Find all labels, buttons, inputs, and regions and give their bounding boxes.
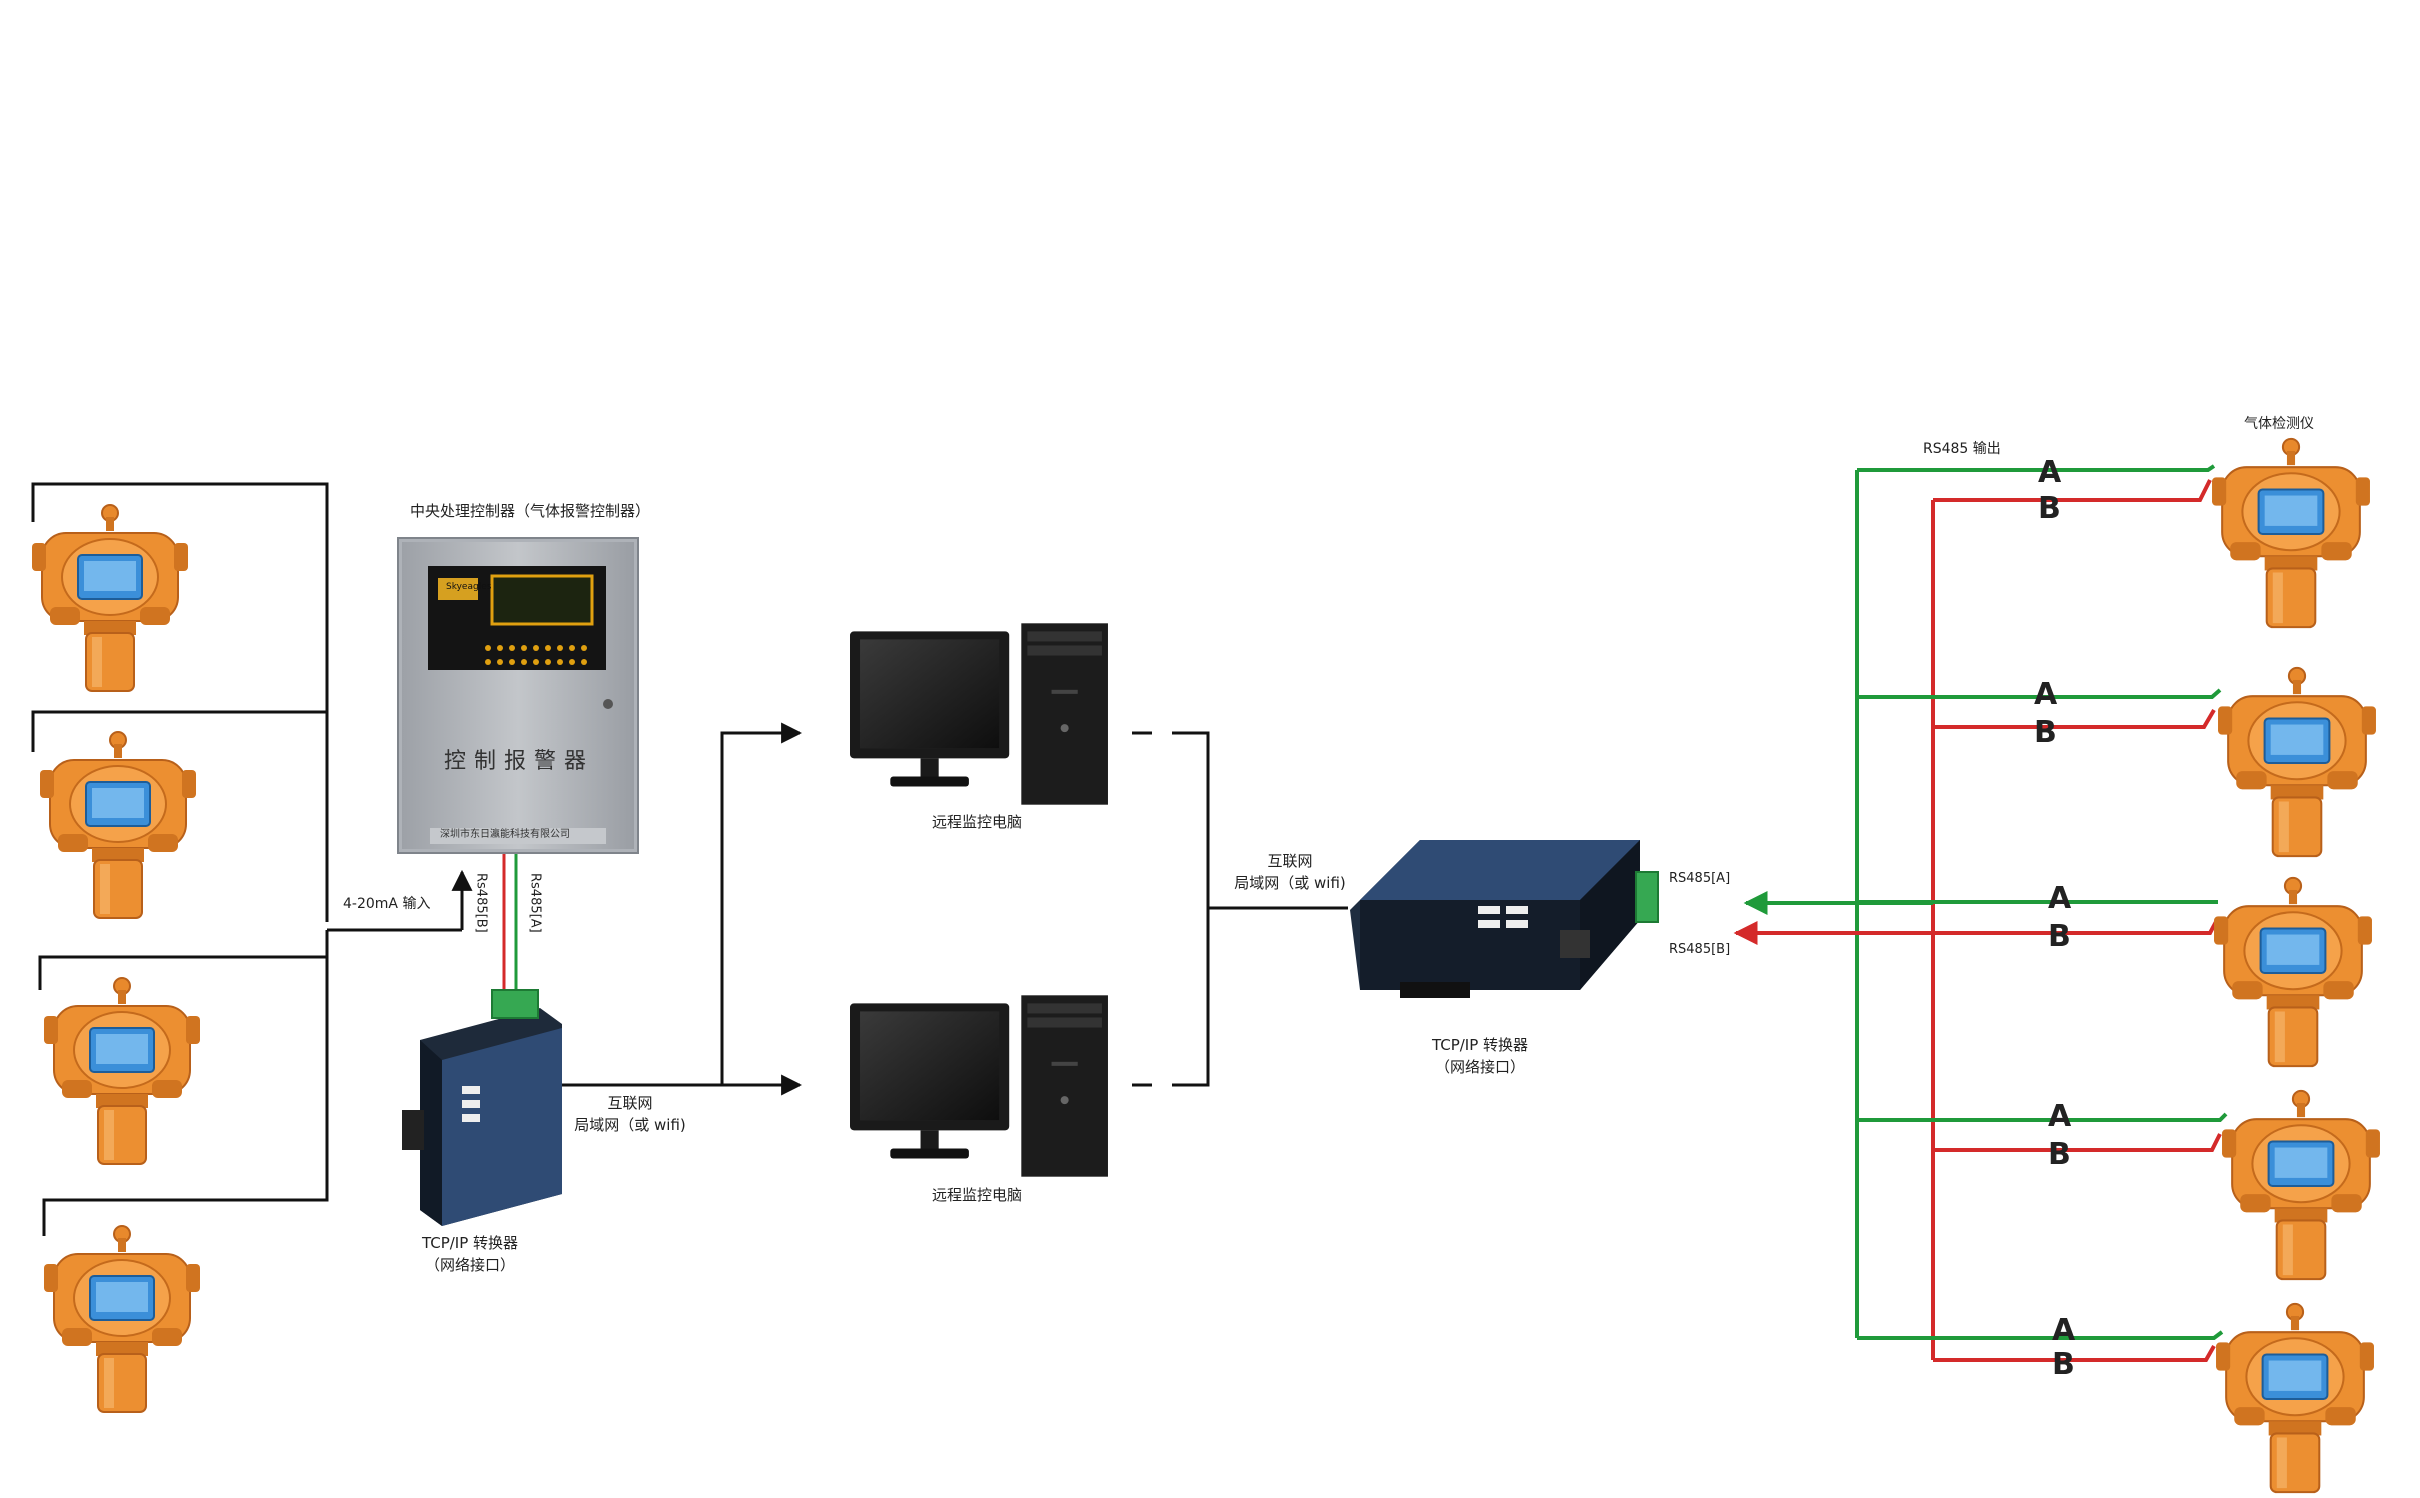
pc-bottom-label: 远程监控电脑 — [932, 1186, 1023, 1204]
gas-detector-icon — [2214, 1302, 2376, 1494]
bus-b-marker: B — [2048, 1137, 2071, 1172]
rs485a-right-label: RS485[A] — [1669, 871, 1731, 886]
controller-face-label: 控制报警器 — [444, 749, 595, 774]
right-converter-sub: （网络接口） — [1434, 1058, 1525, 1076]
input-label: 4-20mA 输入 — [343, 896, 431, 912]
bus-b-marker: B — [2052, 1347, 2075, 1382]
right-rs485-bus — [1733, 470, 1935, 1360]
left-converter-name: TCP/IP 转换器 — [421, 1234, 519, 1252]
gas-detector-icon — [42, 976, 202, 1166]
alarm-controller-icon — [397, 537, 639, 854]
detector-branches — [1857, 464, 2228, 1362]
controller-brand: Skyeagles — [446, 582, 492, 592]
gas-detector-icon — [2216, 666, 2378, 858]
left-network-wires — [562, 722, 803, 1096]
desktop-computer-icon — [850, 623, 1108, 805]
gas-detector-icon — [2212, 876, 2374, 1068]
bus-wire-4 — [42, 930, 329, 1236]
controller-company: 深圳市东日瀛能科技有限公司 — [440, 829, 570, 840]
bus-a-marker: A — [2048, 881, 2072, 916]
rs485-output-label: RS485 输出 — [1923, 441, 2001, 457]
pc-top-label: 远程监控电脑 — [932, 813, 1023, 831]
bus-a-marker: A — [2048, 1099, 2072, 1134]
controller-rs485-wires — [502, 854, 518, 998]
gas-detector-icon — [2220, 1089, 2382, 1281]
bus-b-marker: B — [2048, 919, 2071, 954]
gas-detector-icon — [2210, 437, 2372, 629]
right-network-wires — [1132, 731, 1348, 1087]
left-converter-sub: （网络接口） — [424, 1256, 515, 1274]
desktop-computer-icon — [850, 995, 1108, 1177]
right-converter-name: TCP/IP 转换器 — [1431, 1036, 1529, 1054]
tcp-ip-converter-icon — [1350, 840, 1659, 998]
bus-b-marker: B — [2038, 491, 2061, 526]
bus-b-marker: B — [2034, 715, 2057, 750]
left-net-line1: 互联网 — [607, 1094, 653, 1112]
bus-wire-2 — [31, 710, 327, 752]
gas-detector-icon — [30, 503, 190, 693]
rs485a-vertical-label: Rs485[A] — [527, 873, 543, 933]
rs485b-vertical-label: Rs485[B] — [473, 873, 489, 933]
bus-a-marker: A — [2052, 1313, 2076, 1348]
gas-detector-icon — [38, 730, 198, 920]
bus-a-marker: A — [2034, 677, 2058, 712]
bus-wire-3 — [38, 955, 327, 990]
bus-a-marker: A — [2038, 455, 2062, 490]
controller-title: 中央处理控制器（气体报警控制器） — [410, 502, 651, 520]
detector-title: 气体检测仪 — [2244, 416, 2314, 432]
tcp-ip-converter-icon — [402, 989, 562, 1226]
right-net-line2: 局域网（或 wifi) — [1234, 874, 1346, 892]
right-net-line1: 互联网 — [1267, 852, 1313, 870]
bus-wire-1 — [31, 482, 329, 922]
left-net-line2: 局域网（或 wifi) — [574, 1116, 686, 1134]
rs485b-right-label: RS485[B] — [1669, 942, 1731, 957]
left-detector-bus — [31, 482, 473, 1236]
gas-detector-icon — [42, 1224, 202, 1414]
